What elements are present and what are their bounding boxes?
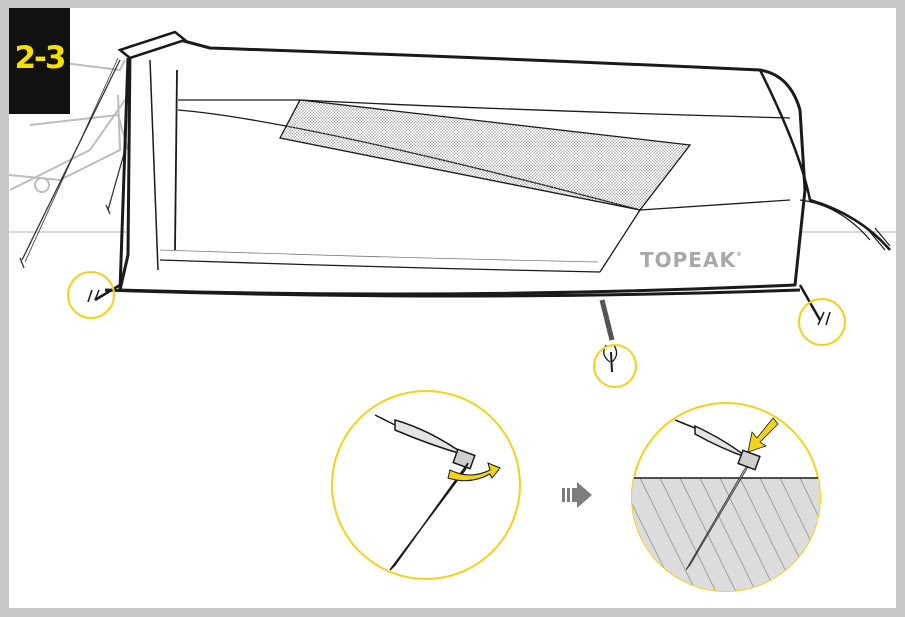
brand-logo: TOPEAK®: [640, 248, 743, 272]
step-label: 2-3: [14, 40, 66, 76]
highlight-circle-left-corner: [67, 271, 115, 319]
highlight-circles: [67, 271, 846, 388]
tent: [94, 30, 891, 373]
guy-line-left: [19, 57, 126, 269]
highlight-circle-right-corner: [798, 298, 846, 346]
mesh-window: [279, 99, 692, 211]
highlight-circle-middle-strap: [593, 344, 637, 388]
step-badge: [9, 8, 70, 114]
curved-rotate-arrow-icon: [447, 462, 501, 482]
triple-bar-right-arrow-icon: [562, 482, 592, 508]
tent-front-pole: [117, 30, 188, 60]
stake-detail-left: [389, 462, 469, 571]
brand-name: TOPEAK: [640, 248, 736, 272]
corner-stakes: [87, 289, 831, 326]
yellow-press-arrow-icon: [747, 417, 779, 453]
detail-stake-in-ground: [631, 402, 821, 592]
detail-insert-stake: [331, 390, 521, 580]
brand-registered-mark: ®: [735, 251, 743, 258]
